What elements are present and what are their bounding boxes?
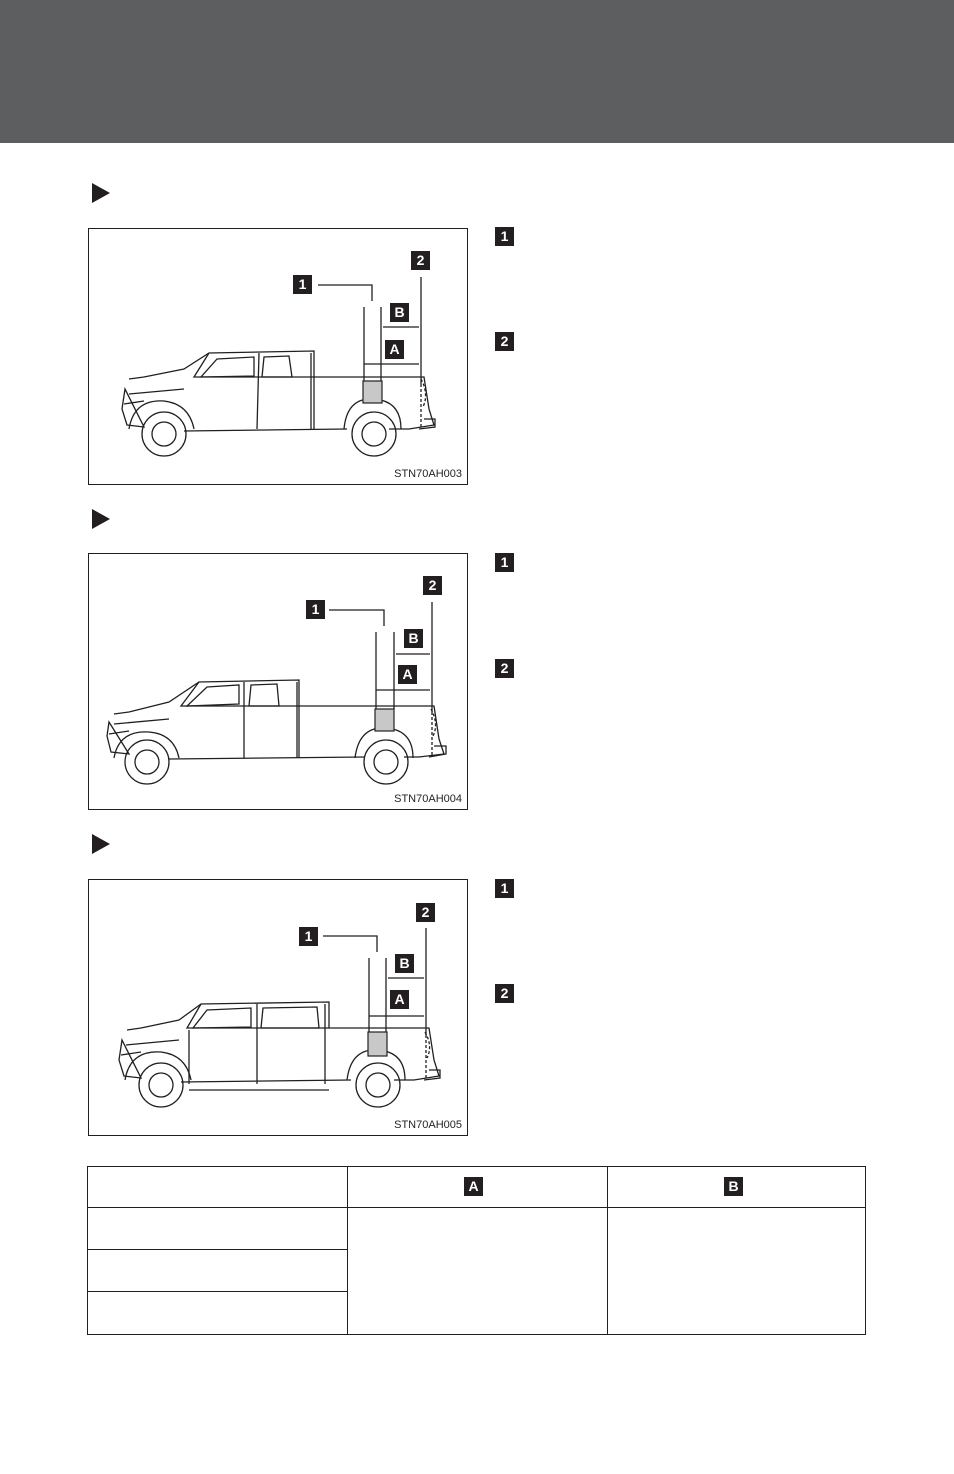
pickup-truck-icon — [106, 602, 447, 785]
figure-1: 1 2 B A STN70AH003 — [88, 228, 468, 485]
dimension-b-label: B — [390, 303, 409, 322]
side-callout-1: 1 — [495, 879, 514, 898]
figure-3: 1 2 B A STN70AH005 — [88, 879, 468, 1136]
dimension-table: A B — [87, 1166, 866, 1335]
callout-2: 2 — [411, 251, 430, 270]
side-callout-2: 2 — [495, 332, 514, 351]
callout-2: 2 — [423, 576, 442, 595]
table-row-rule — [88, 1291, 347, 1292]
table-header-rule — [88, 1207, 866, 1208]
pickup-truck-icon — [121, 277, 436, 457]
dimension-a-label: A — [390, 990, 409, 1009]
pickup-truck-icon — [118, 928, 441, 1108]
side-callout-1: 1 — [495, 553, 514, 572]
callout-2: 2 — [416, 903, 435, 922]
dimension-b-label: B — [395, 954, 414, 973]
section-arrow-icon — [92, 834, 110, 854]
table-header-b: B — [724, 1177, 743, 1196]
side-callout-2: 2 — [495, 984, 514, 1003]
callout-1: 1 — [299, 927, 318, 946]
figure-2: 1 2 B A STN70AH004 — [88, 553, 468, 810]
header-band — [0, 0, 954, 143]
figure-code: STN70AH005 — [394, 1119, 462, 1131]
dimension-a-label: A — [398, 665, 417, 684]
callout-1: 1 — [306, 600, 325, 619]
figure-code: STN70AH004 — [394, 793, 462, 805]
table-divider — [347, 1167, 348, 1334]
side-callout-2: 2 — [495, 659, 514, 678]
callout-1: 1 — [293, 275, 312, 294]
dimension-a-label: A — [385, 340, 404, 359]
side-callout-1: 1 — [495, 227, 514, 246]
table-row-rule — [88, 1249, 347, 1250]
figure-code: STN70AH003 — [394, 468, 462, 480]
table-divider — [607, 1167, 608, 1334]
table-header-a: A — [464, 1177, 483, 1196]
section-arrow-icon — [92, 183, 110, 203]
section-arrow-icon — [92, 509, 110, 529]
dimension-b-label: B — [404, 629, 423, 648]
